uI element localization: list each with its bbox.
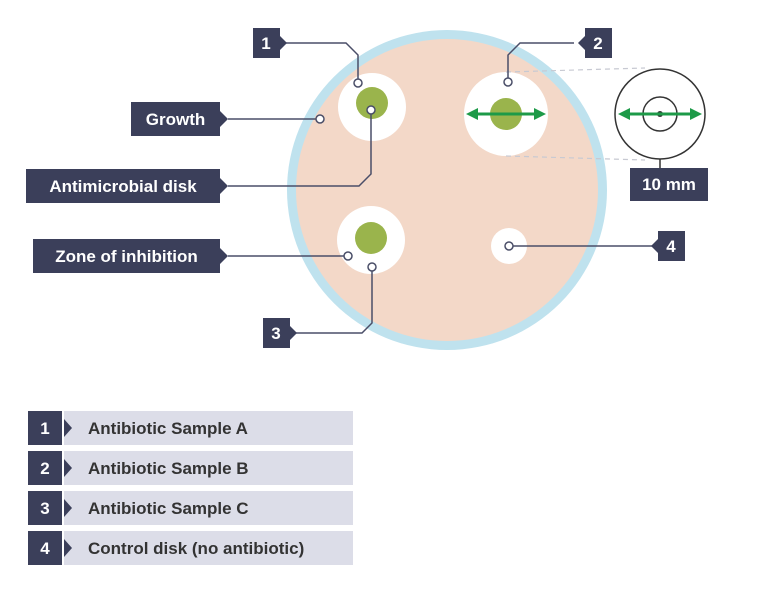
svg-text:Antibiotic Sample A: Antibiotic Sample A	[88, 419, 248, 438]
svg-text:3: 3	[271, 324, 280, 343]
marker-3: 3	[263, 318, 297, 348]
key-row: 2 Antibiotic Sample B	[28, 451, 353, 485]
leader-endpoints	[315, 77, 514, 272]
zone-2-measure-arrow	[466, 108, 546, 120]
label-antimicrobial-disk: Antimicrobial disk	[26, 169, 228, 203]
svg-text:Control disk (no antibiotic): Control disk (no antibiotic)	[88, 539, 304, 558]
inhibition-zone-3	[337, 206, 405, 274]
marker-4: 4	[651, 231, 685, 261]
label-10mm: 10 mm	[630, 168, 708, 201]
svg-text:1: 1	[261, 34, 270, 53]
svg-text:Antibiotic Sample C: Antibiotic Sample C	[88, 499, 249, 518]
magnified-zone-view	[614, 68, 706, 168]
label-zone-of-inhibition: Zone of inhibition	[33, 239, 228, 273]
label-growth: Growth	[131, 102, 228, 136]
svg-text:3: 3	[40, 499, 49, 518]
key-table: 1 Antibiotic Sample A 2 Antibiotic Sampl…	[28, 411, 353, 565]
key-row: 3 Antibiotic Sample C	[28, 491, 353, 525]
petri-dish	[287, 30, 607, 350]
svg-text:10 mm: 10 mm	[642, 175, 696, 194]
svg-text:1: 1	[40, 419, 49, 438]
svg-text:2: 2	[40, 459, 49, 478]
svg-text:4: 4	[666, 237, 676, 256]
svg-text:4: 4	[40, 539, 50, 558]
leader-lines	[228, 42, 652, 334]
marker-1: 1	[253, 28, 287, 58]
marker-2: 2	[578, 28, 612, 58]
svg-text:Growth: Growth	[146, 110, 206, 129]
svg-text:Zone of inhibition: Zone of inhibition	[55, 247, 198, 266]
key-row: 1 Antibiotic Sample A	[28, 411, 353, 445]
key-row: 4 Control disk (no antibiotic)	[28, 531, 353, 565]
svg-text:Antibiotic Sample B: Antibiotic Sample B	[88, 459, 249, 478]
svg-text:Antimicrobial disk: Antimicrobial disk	[49, 177, 197, 196]
svg-text:2: 2	[593, 34, 602, 53]
